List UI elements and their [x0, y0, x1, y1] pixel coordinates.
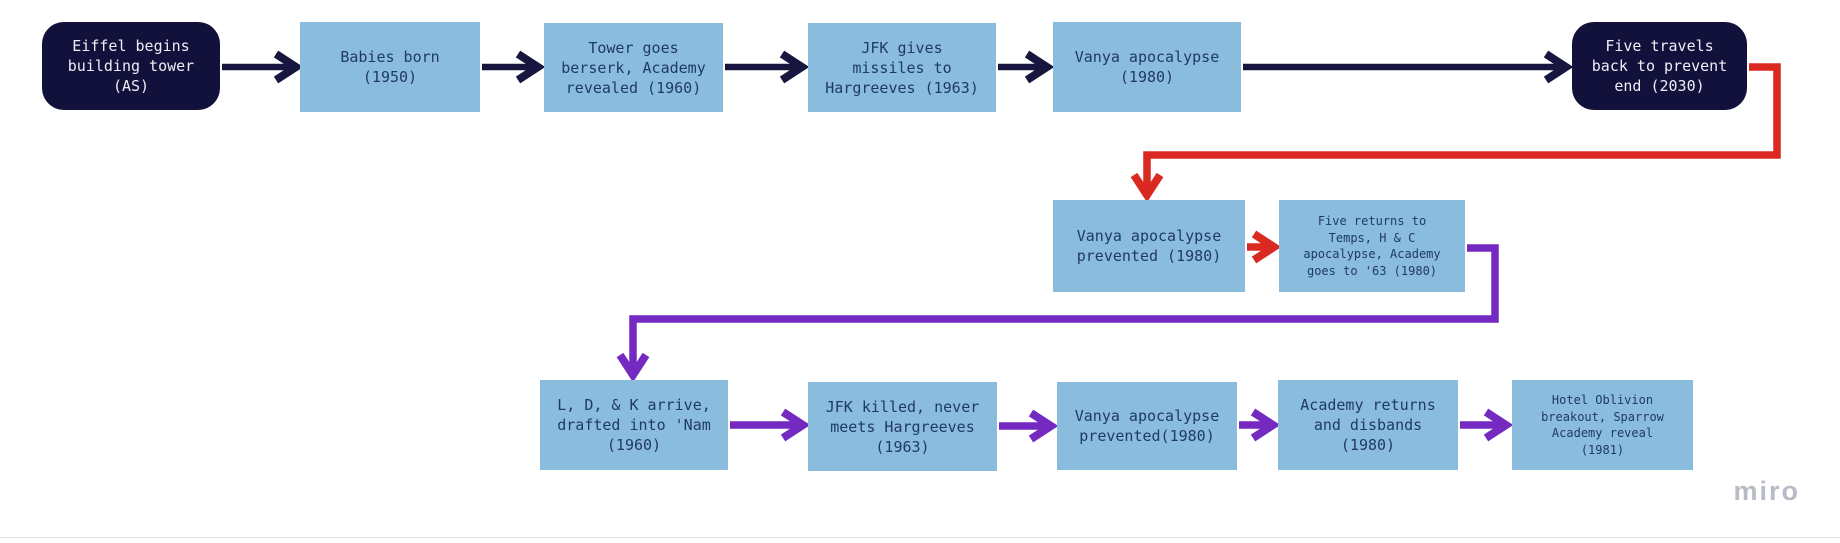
- canvas-edge-line: [0, 537, 1840, 538]
- node-label: Hotel Oblivion breakout, Sparrow Academy…: [1541, 393, 1664, 457]
- connector-returns-to-ldk[interactable]: [633, 244, 1499, 375]
- flow-node-academy-disbands[interactable]: Academy returns and disbands (1980): [1278, 380, 1458, 470]
- node-label: Five travels back to prevent end (2030): [1591, 37, 1728, 95]
- flow-node-babies-born[interactable]: Babies born (1950): [300, 22, 480, 112]
- flow-node-ldk-arrive[interactable]: L, D, & K arrive, drafted into 'Nam (196…: [540, 380, 728, 470]
- node-label: JFK killed, never meets Hargreeves (1963…: [825, 397, 980, 456]
- flow-node-vanya-apocalypse[interactable]: Vanya apocalypse (1980): [1053, 22, 1241, 112]
- flow-node-vanya-prevented[interactable]: Vanya apocalypse prevented (1980): [1053, 200, 1245, 292]
- node-label: Vanya apocalypse prevented (1980): [1076, 227, 1222, 265]
- flow-node-hotel-oblivion[interactable]: Hotel Oblivion breakout, Sparrow Academy…: [1512, 380, 1693, 470]
- node-label: L, D, & K arrive, drafted into 'Nam (196…: [557, 396, 711, 454]
- node-label: Vanya apocalypse prevented(1980): [1074, 407, 1220, 445]
- node-label: Five returns to Temps, H & C apocalypse,…: [1303, 214, 1441, 278]
- miro-watermark: miro: [1733, 476, 1800, 506]
- flow-node-jfk-missiles[interactable]: JFK gives missiles to Hargreeves (1963): [808, 23, 996, 112]
- node-label: Tower goes berserk, Academy revealed (19…: [561, 38, 706, 97]
- flow-node-vanya-prevented-2[interactable]: Vanya apocalypse prevented(1980): [1057, 382, 1237, 470]
- node-label: Academy returns and disbands (1980): [1300, 396, 1436, 454]
- flow-node-five-returns[interactable]: Five returns to Temps, H & C apocalypse,…: [1279, 200, 1465, 292]
- flow-node-five-travels[interactable]: Five travels back to prevent end (2030): [1572, 22, 1747, 110]
- flow-node-eiffel-begins[interactable]: Eiffel begins building tower (AS): [42, 22, 220, 110]
- node-label: Vanya apocalypse (1980): [1074, 48, 1220, 86]
- node-label: Babies born (1950): [340, 48, 440, 86]
- flow-node-jfk-killed[interactable]: JFK killed, never meets Hargreeves (1963…: [808, 382, 997, 471]
- flow-node-tower-berserk[interactable]: Tower goes berserk, Academy revealed (19…: [544, 23, 723, 112]
- connector-five-to-prevented[interactable]: [1147, 63, 1781, 195]
- node-label: JFK gives missiles to Hargreeves (1963): [825, 38, 979, 97]
- node-label: Eiffel begins building tower (AS): [67, 37, 195, 95]
